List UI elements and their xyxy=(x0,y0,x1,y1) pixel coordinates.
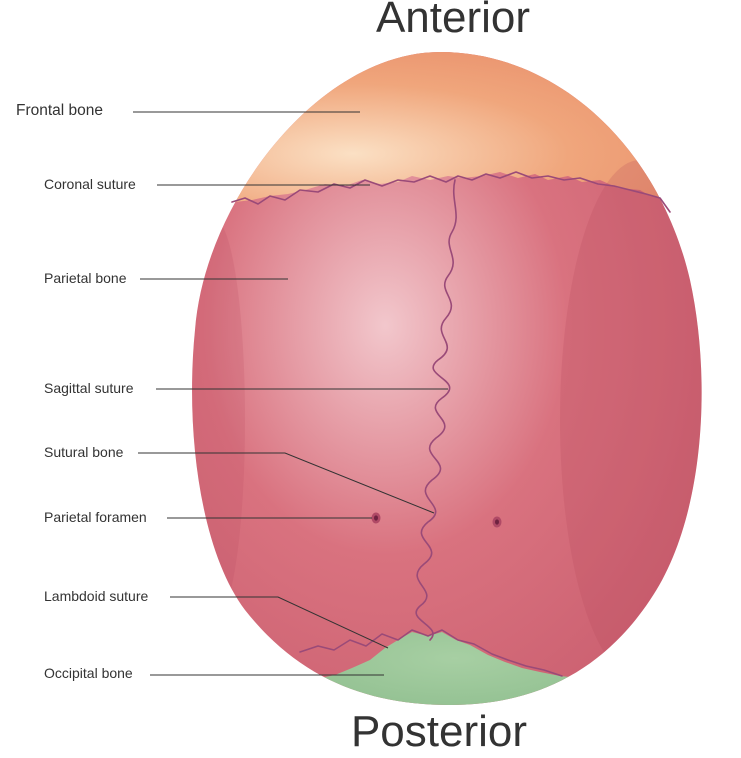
leader-lambdoid-suture xyxy=(170,596,389,649)
lambdoid-suture-line xyxy=(299,629,563,677)
label-lambdoid-suture: Lambdoid suture xyxy=(44,588,149,604)
sagittal-suture-line xyxy=(415,179,457,641)
label-sutural-bone: Sutural bone xyxy=(44,444,124,460)
label-occipital-bone: Occipital bone xyxy=(44,665,133,681)
coronal-suture-line xyxy=(231,171,671,213)
label-sagittal-suture: Sagittal suture xyxy=(44,380,134,396)
leader-sutural-bone xyxy=(138,452,435,514)
label-frontal-bone: Frontal bone xyxy=(16,102,104,119)
anterior-heading: Anterior xyxy=(375,0,531,42)
posterior-heading: Posterior xyxy=(350,707,528,756)
label-parietal-bone: Parietal bone xyxy=(44,270,127,286)
label-coronal-suture: Coronal suture xyxy=(44,176,136,192)
label-parietal-foramen: Parietal foramen xyxy=(44,509,147,525)
